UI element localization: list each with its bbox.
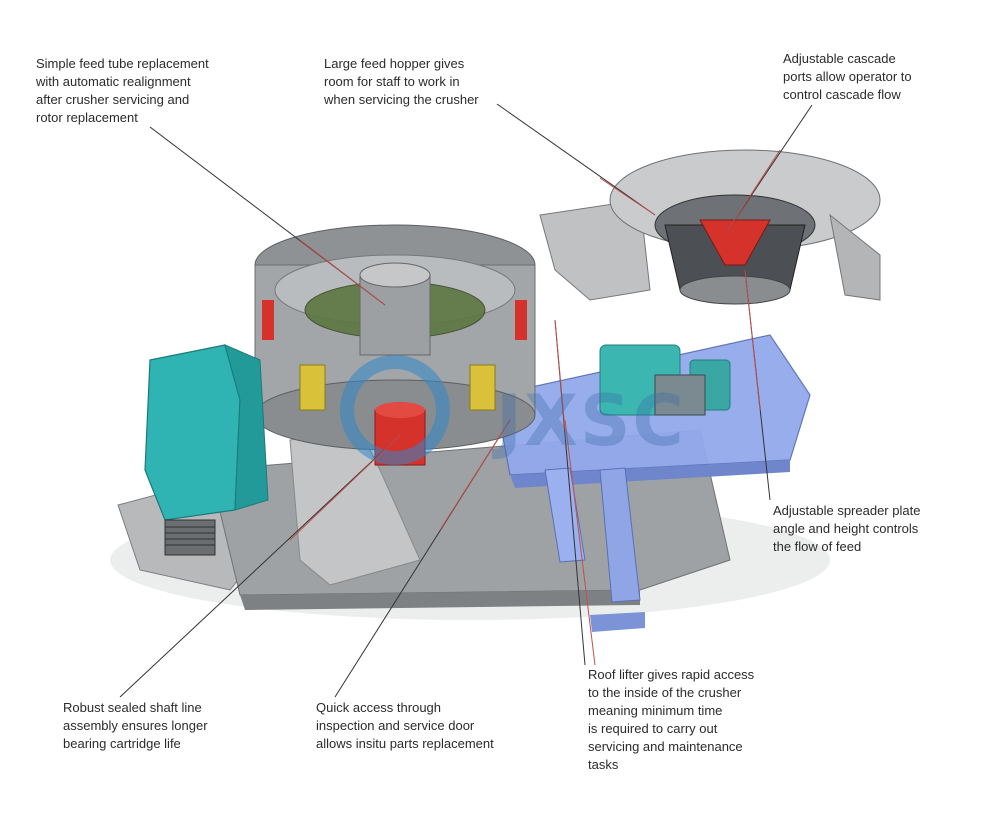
leader-feed-tube-red [299,239,386,306]
callout-line: is required to carry out [588,721,718,736]
callout-service-door: Quick access through inspection and serv… [316,699,494,753]
callout-line: bearing cartridge life [63,736,181,751]
callout-line: Large feed hopper gives [324,56,465,71]
callout-line: inspection and service door [316,718,475,733]
callout-line: with automatic realignment [36,74,191,89]
callout-spreader-plate: Adjustable spreader plate angle and heig… [773,502,920,556]
feed-hopper [539,149,881,305]
callout-line: Adjustable spreader plate [773,503,921,518]
callout-line: angle and height controls [773,521,919,536]
callout-line: assembly ensures longer [63,718,208,733]
callout-line: when servicing the crusher [324,92,479,107]
leader-feed-hopper [496,103,656,216]
leader-cascade-red [727,149,781,231]
callout-line: servicing and maintenance [588,739,743,754]
callout-line: rotor replacement [36,110,138,125]
watermark-text: JXSC [496,380,686,462]
leader-roof-1-red [554,319,566,431]
callout-line: Roof lifter gives rapid access [588,667,755,682]
leader-roof-2 [564,419,596,666]
left-motor [144,344,269,556]
leader-door-red [439,419,511,531]
callout-line: ports allow operator to [783,69,912,84]
leader-shaft [119,434,401,698]
callout-line: Simple feed tube replacement [36,56,209,71]
callout-line: Quick access through [316,700,442,715]
callout-line: control cascade flow [783,87,901,102]
callout-line: meaning minimum time [588,703,723,718]
callout-line: tasks [588,757,619,772]
callout-roof-lifter: Roof lifter gives rapid access to the in… [588,666,754,774]
callout-line: Adjustable cascade [783,51,896,66]
callout-line: allows insitu parts replacement [316,736,494,751]
callout-line: after crusher servicing and [36,92,190,107]
leader-shaft-red [289,434,401,541]
watermark-emblem [340,355,450,465]
callout-line: to the inside of the crusher [588,685,742,700]
crusher-body [254,224,536,466]
callout-line: the flow of feed [773,539,862,554]
callout-feed-hopper: Large feed hopper gives room for staff t… [324,55,479,109]
callout-line: Robust sealed shaft line [63,700,202,715]
callout-shaft-line: Robust sealed shaft line assembly ensure… [63,699,208,753]
callout-line: room for staff to work in [324,74,460,89]
right-motor [599,344,731,416]
leader-spreader-red [744,269,761,411]
callout-feed-tube: Simple feed tube replacement with automa… [36,55,209,127]
leader-lines [119,103,813,698]
callout-cascade-ports: Adjustable cascade ports allow operator … [783,50,912,104]
leader-feed-hopper-red [599,177,656,216]
